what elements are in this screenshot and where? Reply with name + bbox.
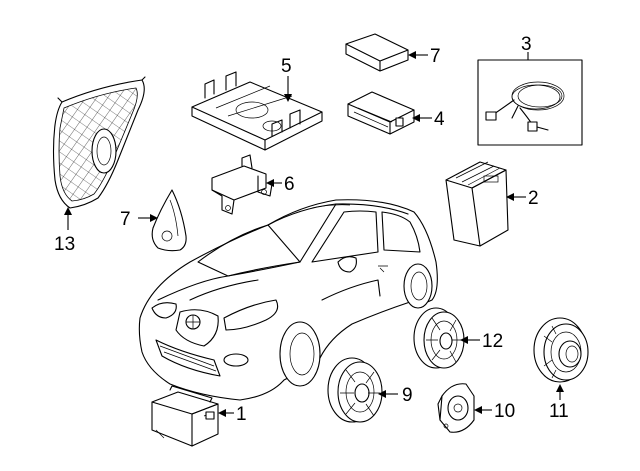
callout-4: 4 <box>434 109 445 130</box>
part-12-speaker <box>413 307 465 369</box>
part-1-control-unit <box>151 385 219 447</box>
callout-8: 7 <box>120 209 131 230</box>
callout-10: 10 <box>494 401 515 422</box>
callout-9: 9 <box>402 385 413 406</box>
callout-13: 13 <box>54 234 75 255</box>
part-10-tweeter <box>437 383 475 433</box>
part-13-speaker-grille <box>52 76 146 209</box>
part-11-woofer <box>533 317 589 383</box>
part-5-mounting-bracket <box>191 71 323 151</box>
part-7-module-cover <box>345 33 409 72</box>
callout-1: 1 <box>236 404 247 425</box>
callout-5: 5 <box>281 56 292 77</box>
part-6-bracket <box>211 154 273 215</box>
part-9-speaker <box>327 357 383 423</box>
part-2-radio-module <box>445 161 509 247</box>
part-3-antenna-cable-box <box>477 52 583 146</box>
part-8-tweeter-cover <box>151 189 187 252</box>
callout-6: 6 <box>284 174 295 195</box>
callout-2: 2 <box>528 188 539 209</box>
callout-3: 3 <box>521 34 532 55</box>
vehicle-sedan <box>138 199 438 401</box>
part-4-control-module <box>347 91 415 135</box>
callout-12: 12 <box>482 331 503 352</box>
callout-11: 11 <box>549 401 569 422</box>
callout-7-label: 7 <box>430 46 441 67</box>
